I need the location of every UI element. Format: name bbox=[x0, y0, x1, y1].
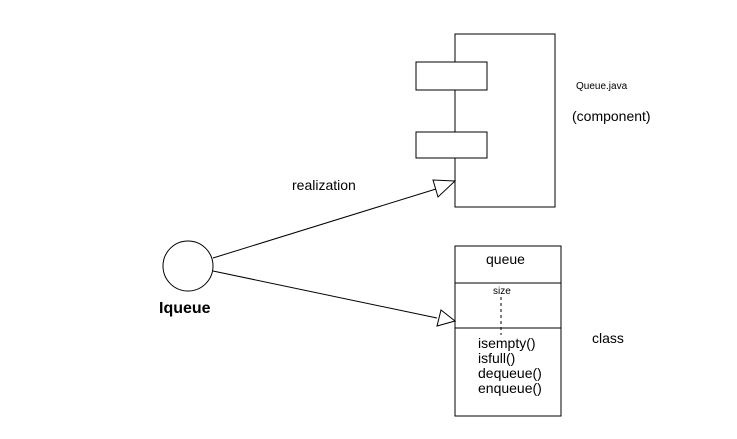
component-queue-java bbox=[415, 33, 556, 208]
realization-arrow-to-class bbox=[212, 270, 457, 327]
realization-label: realization bbox=[292, 177, 356, 193]
component-tab-bottom bbox=[415, 131, 488, 159]
class-operation-dequeue: dequeue() bbox=[478, 365, 542, 381]
component-body bbox=[454, 33, 556, 208]
class-operation-isfull: isfull() bbox=[478, 350, 515, 366]
realization-line-lower bbox=[212, 270, 438, 319]
component-tab-top bbox=[415, 61, 488, 91]
realization-arrowhead-upper bbox=[432, 179, 457, 198]
realization-arrowhead-lower bbox=[436, 309, 457, 327]
class-operation-enqueue: enqueue() bbox=[478, 380, 542, 396]
interface-name: Iqueue bbox=[159, 300, 211, 317]
realization-line-upper bbox=[212, 188, 437, 259]
component-stereotype: (component) bbox=[572, 108, 651, 124]
class-box bbox=[454, 245, 562, 417]
class-attribute-size: size bbox=[493, 286, 511, 297]
class-operation-isempty: isempty() bbox=[478, 335, 536, 351]
class-caption: class bbox=[592, 330, 624, 346]
interface-circle bbox=[162, 240, 214, 292]
realization-arrow-to-component bbox=[212, 179, 457, 259]
component-name: Queue.java bbox=[576, 81, 628, 92]
class-queue bbox=[454, 245, 562, 417]
class-name: queue bbox=[486, 251, 525, 267]
